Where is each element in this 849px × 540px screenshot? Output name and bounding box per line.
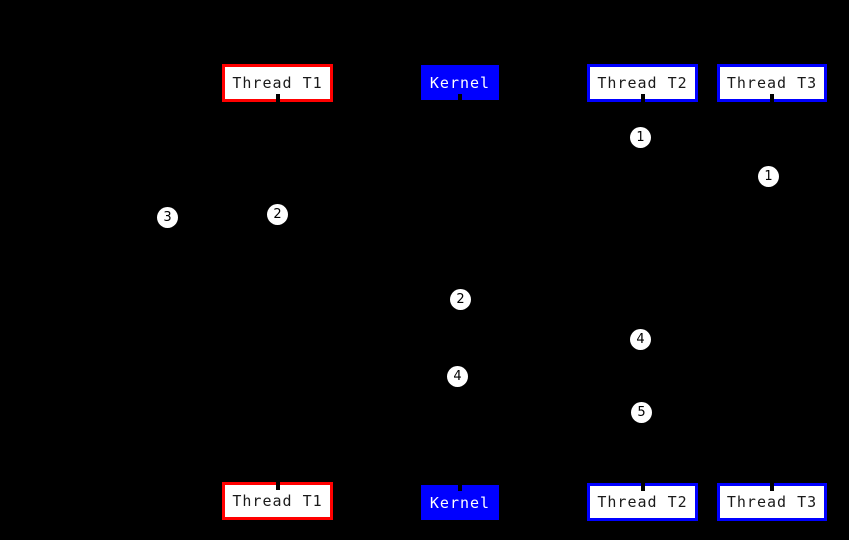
participant-thread-t3-bottom: Thread T3 bbox=[717, 483, 827, 521]
participant-label: Thread T3 bbox=[726, 493, 818, 511]
lifeline-tick bbox=[640, 94, 645, 102]
step-marker: 5 bbox=[631, 402, 652, 423]
participant-label: Thread T1 bbox=[232, 492, 323, 510]
participant-label: Thread T3 bbox=[726, 74, 818, 92]
lifeline-tick bbox=[275, 94, 280, 102]
step-marker: 2 bbox=[450, 289, 471, 310]
lifeline-tick bbox=[275, 482, 280, 490]
lifeline-tick bbox=[770, 483, 774, 491]
participant-thread-t3-top: Thread T3 bbox=[717, 64, 827, 102]
lifeline-tick bbox=[770, 94, 774, 102]
participant-thread-t1-top: Thread T1 bbox=[222, 64, 333, 102]
participant-thread-t1-bottom: Thread T1 bbox=[222, 482, 333, 520]
participant-label: Thread T2 bbox=[597, 74, 688, 92]
step-marker: 3 bbox=[157, 207, 178, 228]
step-marker: 4 bbox=[630, 329, 651, 350]
participant-kernel-bottom: Kernel bbox=[421, 485, 499, 520]
lifeline-tick bbox=[458, 94, 462, 100]
step-marker: 1 bbox=[758, 166, 779, 187]
participant-thread-t2-top: Thread T2 bbox=[587, 64, 698, 102]
participant-label: Thread T2 bbox=[597, 493, 688, 511]
participant-label: Thread T1 bbox=[232, 74, 323, 92]
lifeline-tick bbox=[640, 483, 645, 491]
participant-label: Kernel bbox=[429, 73, 491, 92]
step-marker: 1 bbox=[630, 127, 651, 148]
lifeline-tick bbox=[458, 485, 462, 491]
step-marker: 2 bbox=[267, 204, 288, 225]
participant-thread-t2-bottom: Thread T2 bbox=[587, 483, 698, 521]
participant-label: Kernel bbox=[429, 493, 491, 512]
participant-kernel-top: Kernel bbox=[421, 65, 499, 100]
step-marker: 4 bbox=[447, 366, 468, 387]
